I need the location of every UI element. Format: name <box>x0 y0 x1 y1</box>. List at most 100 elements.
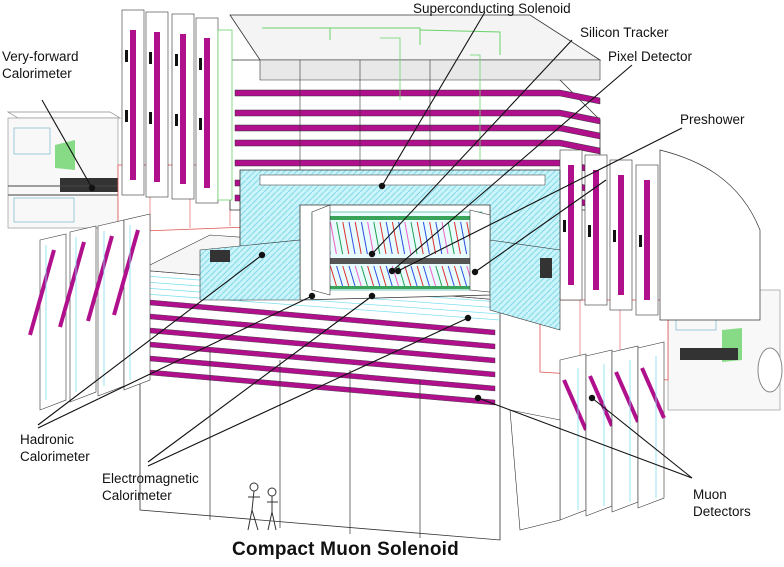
tracker-strip <box>410 221 418 255</box>
tracker-strip <box>379 265 387 287</box>
tracker-strip <box>447 265 455 287</box>
tracker-strip <box>416 221 424 255</box>
tracker-strip <box>367 265 375 287</box>
tracker-strip <box>398 221 406 255</box>
tower-slot <box>563 220 566 232</box>
label-very-forward-2: Calorimeter <box>2 66 72 81</box>
tracker-strip <box>435 221 443 255</box>
tower-slot <box>588 225 591 237</box>
tower-slot <box>125 50 128 62</box>
disk <box>611 345 639 513</box>
disk-chamber <box>112 229 140 316</box>
disk-chamber <box>86 235 114 322</box>
tracker-strip <box>460 265 468 287</box>
tracker-strip <box>360 265 368 287</box>
endcap-disks-right <box>509 341 666 531</box>
tower-chamber <box>644 180 650 300</box>
tracker-strip <box>329 221 337 255</box>
inner-detector <box>199 169 561 331</box>
tower-chamber <box>130 30 136 180</box>
human-figures-scale <box>247 482 278 531</box>
tracker-strip <box>404 265 412 287</box>
tower-slot <box>613 230 616 242</box>
tracker-strip <box>410 265 418 287</box>
disk-chamber <box>562 379 588 431</box>
label-muon-2: Detectors <box>693 504 751 519</box>
tracker-strip <box>385 221 393 255</box>
tracker-strip <box>329 265 337 287</box>
tracker-strip <box>379 221 387 255</box>
tracker-strip <box>447 221 455 255</box>
tower-slot <box>149 112 152 124</box>
tracker-strip <box>354 221 362 255</box>
label-silicon-tracker: Silicon Tracker <box>580 25 669 40</box>
label-electromagnetic-1: Electromagnetic <box>102 471 199 486</box>
tracker-frame <box>318 216 478 220</box>
label-superconducting-solenoid: Superconducting Solenoid <box>413 1 571 16</box>
tower-chamber <box>154 32 160 182</box>
disk-shell <box>509 409 561 531</box>
label-pixel-detector: Pixel Detector <box>608 49 693 64</box>
tower-chamber <box>180 34 186 184</box>
tracker-strip <box>348 221 356 255</box>
tracker-strip <box>391 221 399 255</box>
tower-chamber <box>593 170 599 290</box>
disk-chamber <box>58 241 86 328</box>
tracker-strip <box>435 265 443 287</box>
tower-slot <box>125 110 128 122</box>
tower-chamber <box>204 38 210 188</box>
disk-chamber <box>640 367 666 419</box>
tower-chamber <box>618 175 624 295</box>
tower-slot <box>199 58 202 70</box>
tracker-strip <box>373 221 381 255</box>
tracker-strip <box>336 265 344 287</box>
yoke-band <box>234 89 601 105</box>
tower-slot <box>175 114 178 126</box>
tracker-strip <box>441 265 449 287</box>
callout-dots <box>88 182 596 402</box>
tower-chamber <box>568 165 574 285</box>
yoke-band <box>234 109 601 125</box>
label-hadronic-2: Calorimeter <box>20 449 90 464</box>
label-hadronic-1: Hadronic <box>20 432 75 447</box>
tower-slot <box>175 54 178 66</box>
tracker-strip <box>348 265 356 287</box>
tower-slot <box>199 118 202 130</box>
tracker-strip <box>429 265 437 287</box>
diagram-title: Compact Muon Solenoid <box>232 539 459 560</box>
tracker-strip <box>354 265 362 287</box>
tracker-strip <box>429 221 437 255</box>
tracker-strip <box>360 221 368 255</box>
tower-edge <box>217 29 233 201</box>
label-preshower: Preshower <box>680 112 745 127</box>
endcap-towers-right <box>559 149 761 321</box>
disk-chamber <box>28 249 56 336</box>
disk <box>637 341 665 509</box>
tower-slot <box>149 52 152 64</box>
endcap-disks-left <box>28 213 151 411</box>
disk-chamber <box>614 371 640 423</box>
tracker-frame <box>318 286 478 289</box>
tracker-strip <box>342 265 350 287</box>
endcap-shell <box>659 149 761 321</box>
endcap-towers-left <box>121 9 233 204</box>
disk <box>585 349 613 517</box>
yoke-band <box>234 124 601 140</box>
tracker-strip <box>422 265 430 287</box>
callout-lines <box>37 11 693 479</box>
tower-slot <box>639 235 642 247</box>
tracker-strip <box>367 221 375 255</box>
tracker-strip <box>453 265 461 287</box>
tracker-strip <box>422 221 430 255</box>
tracker-strip <box>342 221 350 255</box>
label-electromagnetic-2: Calorimeter <box>102 488 172 503</box>
tracker-strip <box>404 221 412 255</box>
label-muon-1: Muon <box>693 487 727 502</box>
disk-chamber <box>588 375 614 427</box>
tracker-strip <box>336 221 344 255</box>
tracker-strip <box>385 265 393 287</box>
tracker-strip <box>416 265 424 287</box>
tracker-strip <box>373 265 381 287</box>
yoke-band <box>234 139 601 155</box>
